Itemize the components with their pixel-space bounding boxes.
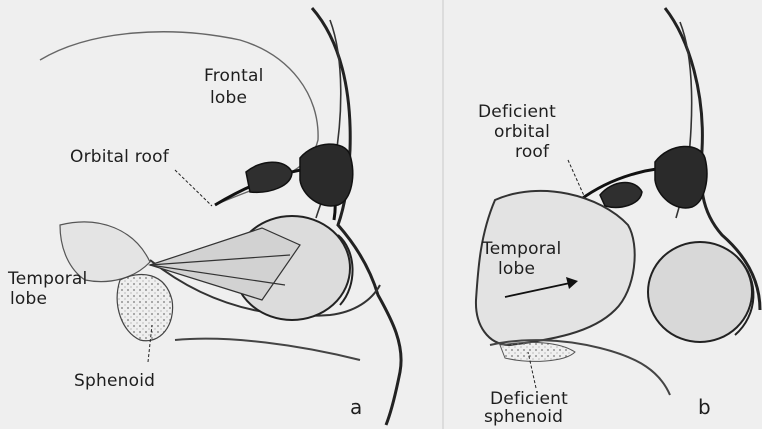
label-orbital-roof: Orbital roof [70, 148, 169, 166]
label-deficient-sphenoid: Deficient [490, 390, 568, 408]
panel-letter-b: b [698, 398, 711, 416]
label-deficient-b: Deficient [478, 103, 556, 121]
panel-b-eyeball [648, 242, 752, 342]
label-lobe-frontal: lobe [210, 89, 247, 107]
label-sphenoid: Sphenoid [74, 372, 155, 390]
panel-b-orbital-roof-leader [568, 160, 585, 198]
panel-b-sphenoid-stipple [500, 342, 575, 361]
panel-letter-a: a [350, 398, 362, 416]
panel-b-drawing [476, 8, 760, 395]
label-lobe-temporal-a: lobe [10, 290, 47, 308]
panel-a-skull-outer [312, 8, 401, 425]
panel-a-sinus-2 [300, 144, 353, 206]
label-frontal: Frontal [204, 67, 264, 85]
label-temporal-a: Temporal [8, 270, 87, 288]
panel-a-sphenoid-bone [117, 275, 172, 341]
label-sphenoid-b: sphenoid [484, 408, 563, 426]
panel-b-sinus-1 [600, 183, 642, 208]
panel-a-base-bone [175, 339, 360, 360]
label-temporal-b: Temporal [482, 240, 561, 258]
label-orbital-b: orbital [494, 123, 550, 141]
panel-b-sinus-2 [655, 146, 707, 207]
panel-a-orbital-roof-leader [175, 170, 212, 206]
panel-a-sinus-1 [246, 162, 292, 192]
label-roof-b: roof [515, 143, 549, 161]
label-lobe-temporal-b: lobe [498, 260, 535, 278]
